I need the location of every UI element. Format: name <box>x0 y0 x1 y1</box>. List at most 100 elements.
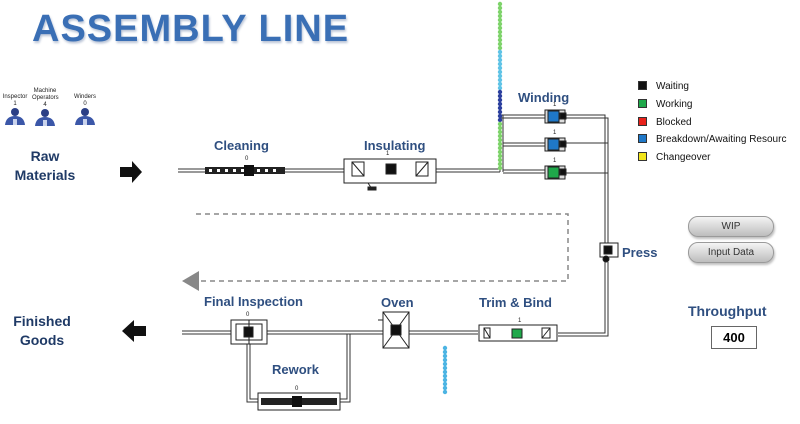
worker-icon <box>35 109 55 126</box>
wip-part <box>497 153 503 159</box>
count-trim-bind: 1 <box>518 318 522 324</box>
wip-part <box>497 113 503 119</box>
wip-part <box>497 57 503 63</box>
legend-item-changeover: Changeover <box>638 152 710 166</box>
wip-part <box>497 141 503 147</box>
stage-label-winding: Winding <box>518 90 570 105</box>
wip-part <box>497 1 503 7</box>
return-loop-path <box>196 213 569 282</box>
legend-item-breakdown: Breakdown/Awaiting Resourc <box>638 134 798 148</box>
wip-part <box>497 101 503 107</box>
wip-part <box>497 105 503 111</box>
throughput-label: Throughput <box>688 303 767 319</box>
resource-inspector[interactable]: Inspector 1 <box>2 94 28 132</box>
legend-swatch <box>638 134 647 143</box>
page-title: ASSEMBLY LINE <box>32 8 350 50</box>
stage-label-trim-bind: Trim & Bind <box>479 295 552 310</box>
resource-label: Winders <box>73 94 96 100</box>
wip-part <box>497 93 503 99</box>
resource-winders[interactable]: Winders 0 <box>72 94 98 132</box>
input-data-button[interactable]: Input Data <box>688 242 774 263</box>
legend-swatch <box>638 99 647 108</box>
wip-part <box>497 33 503 39</box>
wip-part <box>497 161 503 167</box>
wip-part <box>442 385 448 391</box>
arrow-left-icon <box>122 320 146 342</box>
final-inspection-machine <box>230 319 268 345</box>
cleaning-machine <box>205 165 285 176</box>
legend-swatch <box>638 152 647 161</box>
wip-part <box>497 45 503 51</box>
count-final-inspection: 0 <box>246 312 250 318</box>
stage-label-oven: Oven <box>381 295 414 310</box>
legend-item-blocked: Blocked <box>638 117 692 131</box>
count-winding-2: 1 <box>553 130 557 136</box>
resource-machine-operators[interactable]: Machine Operators 4 <box>32 88 59 133</box>
stage-label-insulating: Insulating <box>364 138 426 153</box>
wip-part <box>497 77 503 83</box>
count-insulating: 1 <box>386 151 390 157</box>
wip-part <box>442 369 448 375</box>
wip-button[interactable]: WIP <box>688 216 774 237</box>
wip-part <box>497 29 503 35</box>
wip-part <box>497 21 503 27</box>
legend-swatch <box>638 117 647 126</box>
triangle-left-icon <box>182 271 199 291</box>
wip-part <box>497 41 503 47</box>
stage-label-press: Press <box>622 245 658 260</box>
wip-part <box>497 37 503 43</box>
wip-part <box>442 389 448 395</box>
stage-label-rework: Rework <box>272 362 319 377</box>
wip-queue-top <box>497 1 503 171</box>
wip-part <box>442 373 448 379</box>
trim-bind-machine <box>478 324 558 342</box>
wip-part <box>442 349 448 355</box>
legend-label: Working <box>656 99 693 110</box>
legend-label: Breakdown/Awaiting Resourc <box>656 134 787 145</box>
wip-part <box>497 17 503 23</box>
wip-part <box>497 133 503 139</box>
resource-label: Machine Operators <box>32 88 59 101</box>
press-machine <box>599 242 619 263</box>
wip-part <box>442 361 448 367</box>
oven-machine <box>378 311 410 349</box>
wip-part <box>497 85 503 91</box>
count-winding-3: 1 <box>553 158 557 164</box>
wip-part <box>497 121 503 127</box>
raw-materials-label: Raw Materials <box>14 148 76 183</box>
wip-part <box>497 109 503 115</box>
winding-machine-3 <box>544 165 567 180</box>
wip-part <box>497 149 503 155</box>
count-rework: 0 <box>295 386 299 392</box>
wip-queue-bottom <box>442 345 448 395</box>
legend-swatch <box>638 81 647 90</box>
worker-icon <box>75 108 95 125</box>
winding-machine-1 <box>544 109 567 124</box>
rework-machine <box>257 392 341 411</box>
wip-part <box>497 81 503 87</box>
wip-part <box>497 97 503 103</box>
wip-part <box>442 365 448 371</box>
wip-part <box>497 129 503 135</box>
arrow-right-icon <box>120 161 142 183</box>
count-winding-1: 1 <box>553 102 557 108</box>
wip-part <box>497 89 503 95</box>
wip-part <box>497 165 503 171</box>
wip-part <box>497 157 503 163</box>
wip-part <box>497 25 503 31</box>
wip-part <box>497 73 503 79</box>
stage-label-final-inspection: Final Inspection <box>204 294 303 309</box>
wip-part <box>497 65 503 71</box>
wip-part <box>442 353 448 359</box>
throughput-value: 400 <box>711 326 757 349</box>
resource-count: 0 <box>83 101 87 107</box>
wip-part <box>442 357 448 363</box>
wip-part <box>442 377 448 383</box>
wip-part <box>497 13 503 19</box>
wip-part <box>442 381 448 387</box>
wip-part <box>497 49 503 55</box>
wip-part <box>497 69 503 75</box>
wip-part <box>497 145 503 151</box>
legend-item-working: Working <box>638 99 693 113</box>
worker-icon <box>5 108 25 125</box>
